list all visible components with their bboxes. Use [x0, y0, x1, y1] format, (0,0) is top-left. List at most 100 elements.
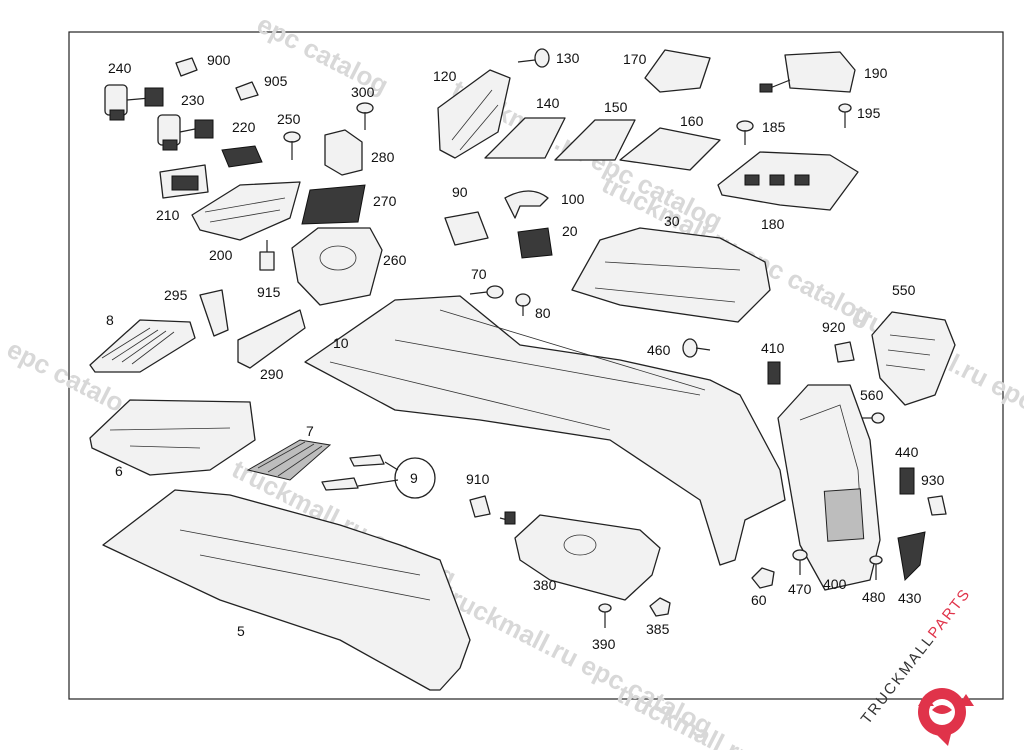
label-195: 195	[857, 105, 881, 121]
label-280: 280	[371, 149, 395, 165]
part-195-screw	[838, 103, 852, 128]
truckmallparts-logo: TRUCKMALLPARTS	[858, 585, 974, 746]
label-410: 410	[761, 340, 785, 356]
label-290: 290	[260, 366, 284, 382]
label-220: 220	[232, 119, 256, 135]
label-150: 150	[604, 99, 628, 115]
part-280-bracket	[324, 129, 363, 176]
gear-icon	[918, 688, 974, 746]
label-180: 180	[761, 216, 785, 232]
part-185-screw	[736, 120, 754, 145]
label-905: 905	[264, 73, 288, 89]
part-150-panel	[554, 119, 636, 161]
label-100: 100	[561, 191, 585, 207]
label-70: 70	[471, 266, 487, 282]
label-400: 400	[823, 576, 847, 592]
label-8: 8	[106, 312, 114, 328]
label-5: 5	[237, 623, 245, 639]
part-920-sleeve	[834, 341, 855, 363]
part-200-module	[191, 181, 301, 241]
part-240-connector	[104, 84, 164, 121]
part-905-sleeve	[235, 81, 259, 101]
callout-labels: 240 900 905 230 300 250 220 280 210 270 …	[106, 50, 945, 652]
part-400-rear-panel	[777, 384, 881, 591]
label-440: 440	[895, 444, 919, 460]
part-480-screw	[869, 555, 883, 580]
part-8-grille-trim	[89, 319, 196, 373]
part-385-nut	[649, 597, 671, 617]
label-80: 80	[535, 305, 551, 321]
part-290-bracket	[237, 309, 306, 369]
part-390-screw	[598, 603, 612, 628]
part-430-cover	[897, 531, 926, 582]
label-6: 6	[115, 463, 123, 479]
part-90-switch	[444, 211, 489, 246]
part-30-armrest-lid	[571, 227, 771, 323]
label-430: 430	[898, 590, 922, 606]
part-550-air-vent	[871, 311, 956, 406]
label-270: 270	[373, 193, 397, 209]
label-480: 480	[862, 589, 886, 605]
label-300: 300	[351, 84, 375, 100]
part-220-pad	[221, 145, 263, 168]
part-270-mat	[301, 184, 366, 225]
label-385: 385	[646, 621, 670, 637]
label-120: 120	[433, 68, 457, 84]
part-295-bracket	[199, 289, 229, 337]
part-10-center-console-upper	[304, 295, 786, 566]
part-100-cap	[504, 190, 549, 219]
label-185: 185	[762, 119, 786, 135]
part-6-console-insert	[89, 399, 256, 476]
label-160: 160	[680, 113, 704, 129]
part-20-switch	[517, 227, 553, 259]
label-380: 380	[533, 577, 557, 593]
part-470-screw	[792, 549, 808, 575]
part-60-nut	[751, 567, 775, 589]
label-10: 10	[333, 335, 349, 351]
part-460-fastener	[682, 338, 711, 358]
label-230: 230	[181, 92, 205, 108]
brand-part-2: PARTS	[925, 585, 974, 642]
part-440-switch	[899, 467, 915, 495]
label-140: 140	[536, 95, 560, 111]
diagram-frame	[68, 31, 1004, 700]
label-250: 250	[277, 111, 301, 127]
label-210: 210	[156, 207, 180, 223]
label-560: 560	[860, 387, 884, 403]
label-20: 20	[562, 223, 578, 239]
label-295: 295	[164, 287, 188, 303]
label-130: 130	[556, 50, 580, 66]
label-30: 30	[664, 213, 680, 229]
part-250-screw	[283, 131, 301, 160]
part-5-center-console-lower	[102, 489, 471, 691]
label-460: 460	[647, 342, 671, 358]
part-9-clip-group	[321, 454, 436, 499]
part-230-connector	[157, 114, 214, 151]
part-900-sleeve	[175, 57, 198, 77]
label-200: 200	[209, 247, 233, 263]
part-915-clip	[259, 251, 275, 271]
label-915: 915	[257, 284, 281, 300]
part-910-sleeve	[469, 495, 491, 518]
label-9: 9	[410, 470, 418, 486]
label-240: 240	[108, 60, 132, 76]
label-910: 910	[466, 471, 490, 487]
part-410-clip	[767, 361, 781, 385]
part-170-trim	[644, 49, 711, 93]
label-190: 190	[864, 65, 888, 81]
part-560-screw	[860, 412, 885, 424]
label-930: 930	[921, 472, 945, 488]
part-160-panel	[619, 127, 721, 171]
label-550: 550	[892, 282, 916, 298]
label-470: 470	[788, 581, 812, 597]
part-380-module	[499, 511, 661, 601]
part-180-switch-panel	[717, 151, 859, 211]
label-60: 60	[751, 592, 767, 608]
part-930-sleeve	[927, 495, 947, 516]
part-190-control-module	[759, 51, 856, 93]
label-7: 7	[306, 423, 314, 439]
part-300-screw	[356, 102, 374, 130]
label-900: 900	[207, 52, 231, 68]
part-130-screw	[517, 48, 550, 68]
